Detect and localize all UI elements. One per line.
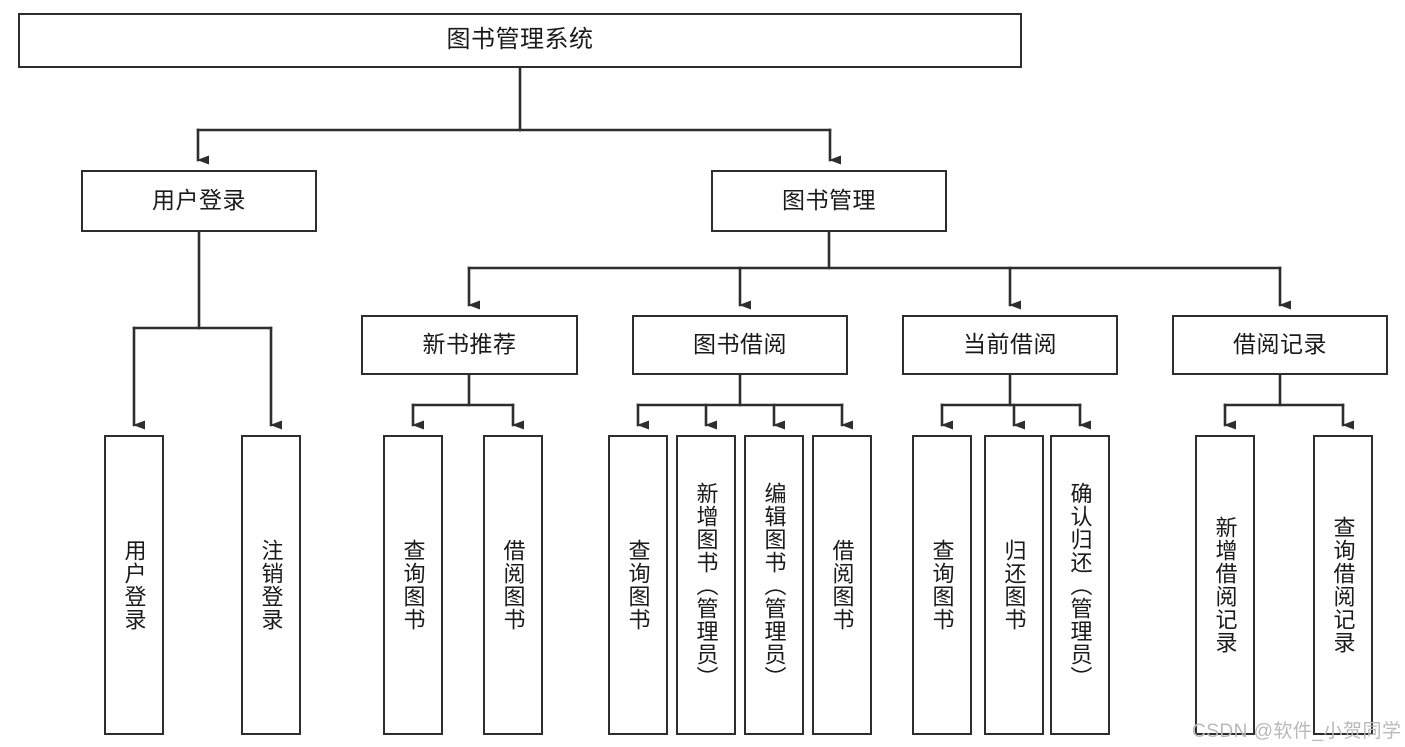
node-book-manage[interactable]: 图书管理 [711, 170, 947, 232]
leaf-confirm-return-label: 确认归还（管理员） [1067, 481, 1093, 689]
leaf-query-book[interactable]: 查询图书 [608, 435, 668, 735]
leaf-query-book-label: 查询图书 [625, 539, 651, 631]
leaf-add-record-label: 新增借阅记录 [1212, 516, 1238, 654]
edges-bookmanage-to-level3 [467, 230, 1291, 310]
leaf-borrow-book[interactable]: 借阅图书 [812, 435, 872, 735]
leaf-query-book-rec[interactable]: 查询图书 [383, 435, 443, 735]
leaf-query-record-label: 查询借阅记录 [1330, 516, 1356, 654]
leaf-return-book[interactable]: 归还图书 [984, 435, 1044, 735]
leaf-edit-book[interactable]: 编辑图书（管理员） [744, 435, 804, 735]
leaf-edit-book-label: 编辑图书（管理员） [761, 481, 787, 689]
node-root[interactable]: 图书管理系统 [18, 13, 1022, 68]
leaf-query-record[interactable]: 查询借阅记录 [1313, 435, 1373, 735]
edges-userlogin-to-leaves [132, 230, 282, 430]
node-user-login[interactable]: 用户登录 [81, 170, 317, 232]
node-current-borrow[interactable]: 当前借阅 [902, 315, 1118, 375]
leaf-add-book[interactable]: 新增图书（管理员） [676, 435, 736, 735]
leaf-return-book-label: 归还图书 [1001, 539, 1027, 631]
node-borrow-record[interactable]: 借阅记录 [1172, 315, 1388, 375]
node-borrow-record-label: 借阅记录 [1233, 331, 1327, 358]
node-new-book-rec-label: 新书推荐 [422, 331, 517, 358]
node-book-manage-label: 图书管理 [782, 187, 876, 214]
node-root-label: 图书管理系统 [446, 26, 594, 54]
edges-bookborrow-to-leaves [636, 373, 853, 430]
leaf-borrow-book-label: 借阅图书 [829, 539, 855, 631]
csdn-watermark: CSDN @软件_小贺同学 [1192, 721, 1402, 742]
leaf-user-logout-label: 注销登录 [258, 539, 284, 631]
leaf-add-record[interactable]: 新增借阅记录 [1195, 435, 1255, 735]
edges-currentborrow-to-leaves [940, 373, 1091, 430]
leaf-borrow-book-rec-label: 借阅图书 [500, 539, 526, 631]
edges-newbookrec-to-leaves [411, 373, 524, 430]
node-book-borrow[interactable]: 图书借阅 [632, 315, 848, 375]
edges-root-to-level2 [196, 66, 841, 165]
leaf-user-login-label: 用户登录 [121, 539, 147, 631]
node-user-login-label: 用户登录 [152, 187, 246, 214]
leaf-confirm-return[interactable]: 确认归还（管理员） [1050, 435, 1110, 735]
leaf-query-book-cur[interactable]: 查询图书 [912, 435, 972, 735]
node-new-book-rec[interactable]: 新书推荐 [361, 315, 578, 375]
leaf-query-book-cur-label: 查询图书 [929, 539, 955, 631]
leaf-borrow-book-rec[interactable]: 借阅图书 [483, 435, 543, 735]
leaf-query-book-rec-label: 查询图书 [400, 539, 426, 631]
leaf-add-book-label: 新增图书（管理员） [693, 481, 719, 689]
node-current-borrow-label: 当前借阅 [963, 331, 1057, 358]
node-book-borrow-label: 图书借阅 [693, 331, 787, 358]
leaf-user-login[interactable]: 用户登录 [104, 435, 164, 735]
edges-borrowrecord-to-leaves [1223, 373, 1354, 430]
leaf-user-logout[interactable]: 注销登录 [241, 435, 301, 735]
